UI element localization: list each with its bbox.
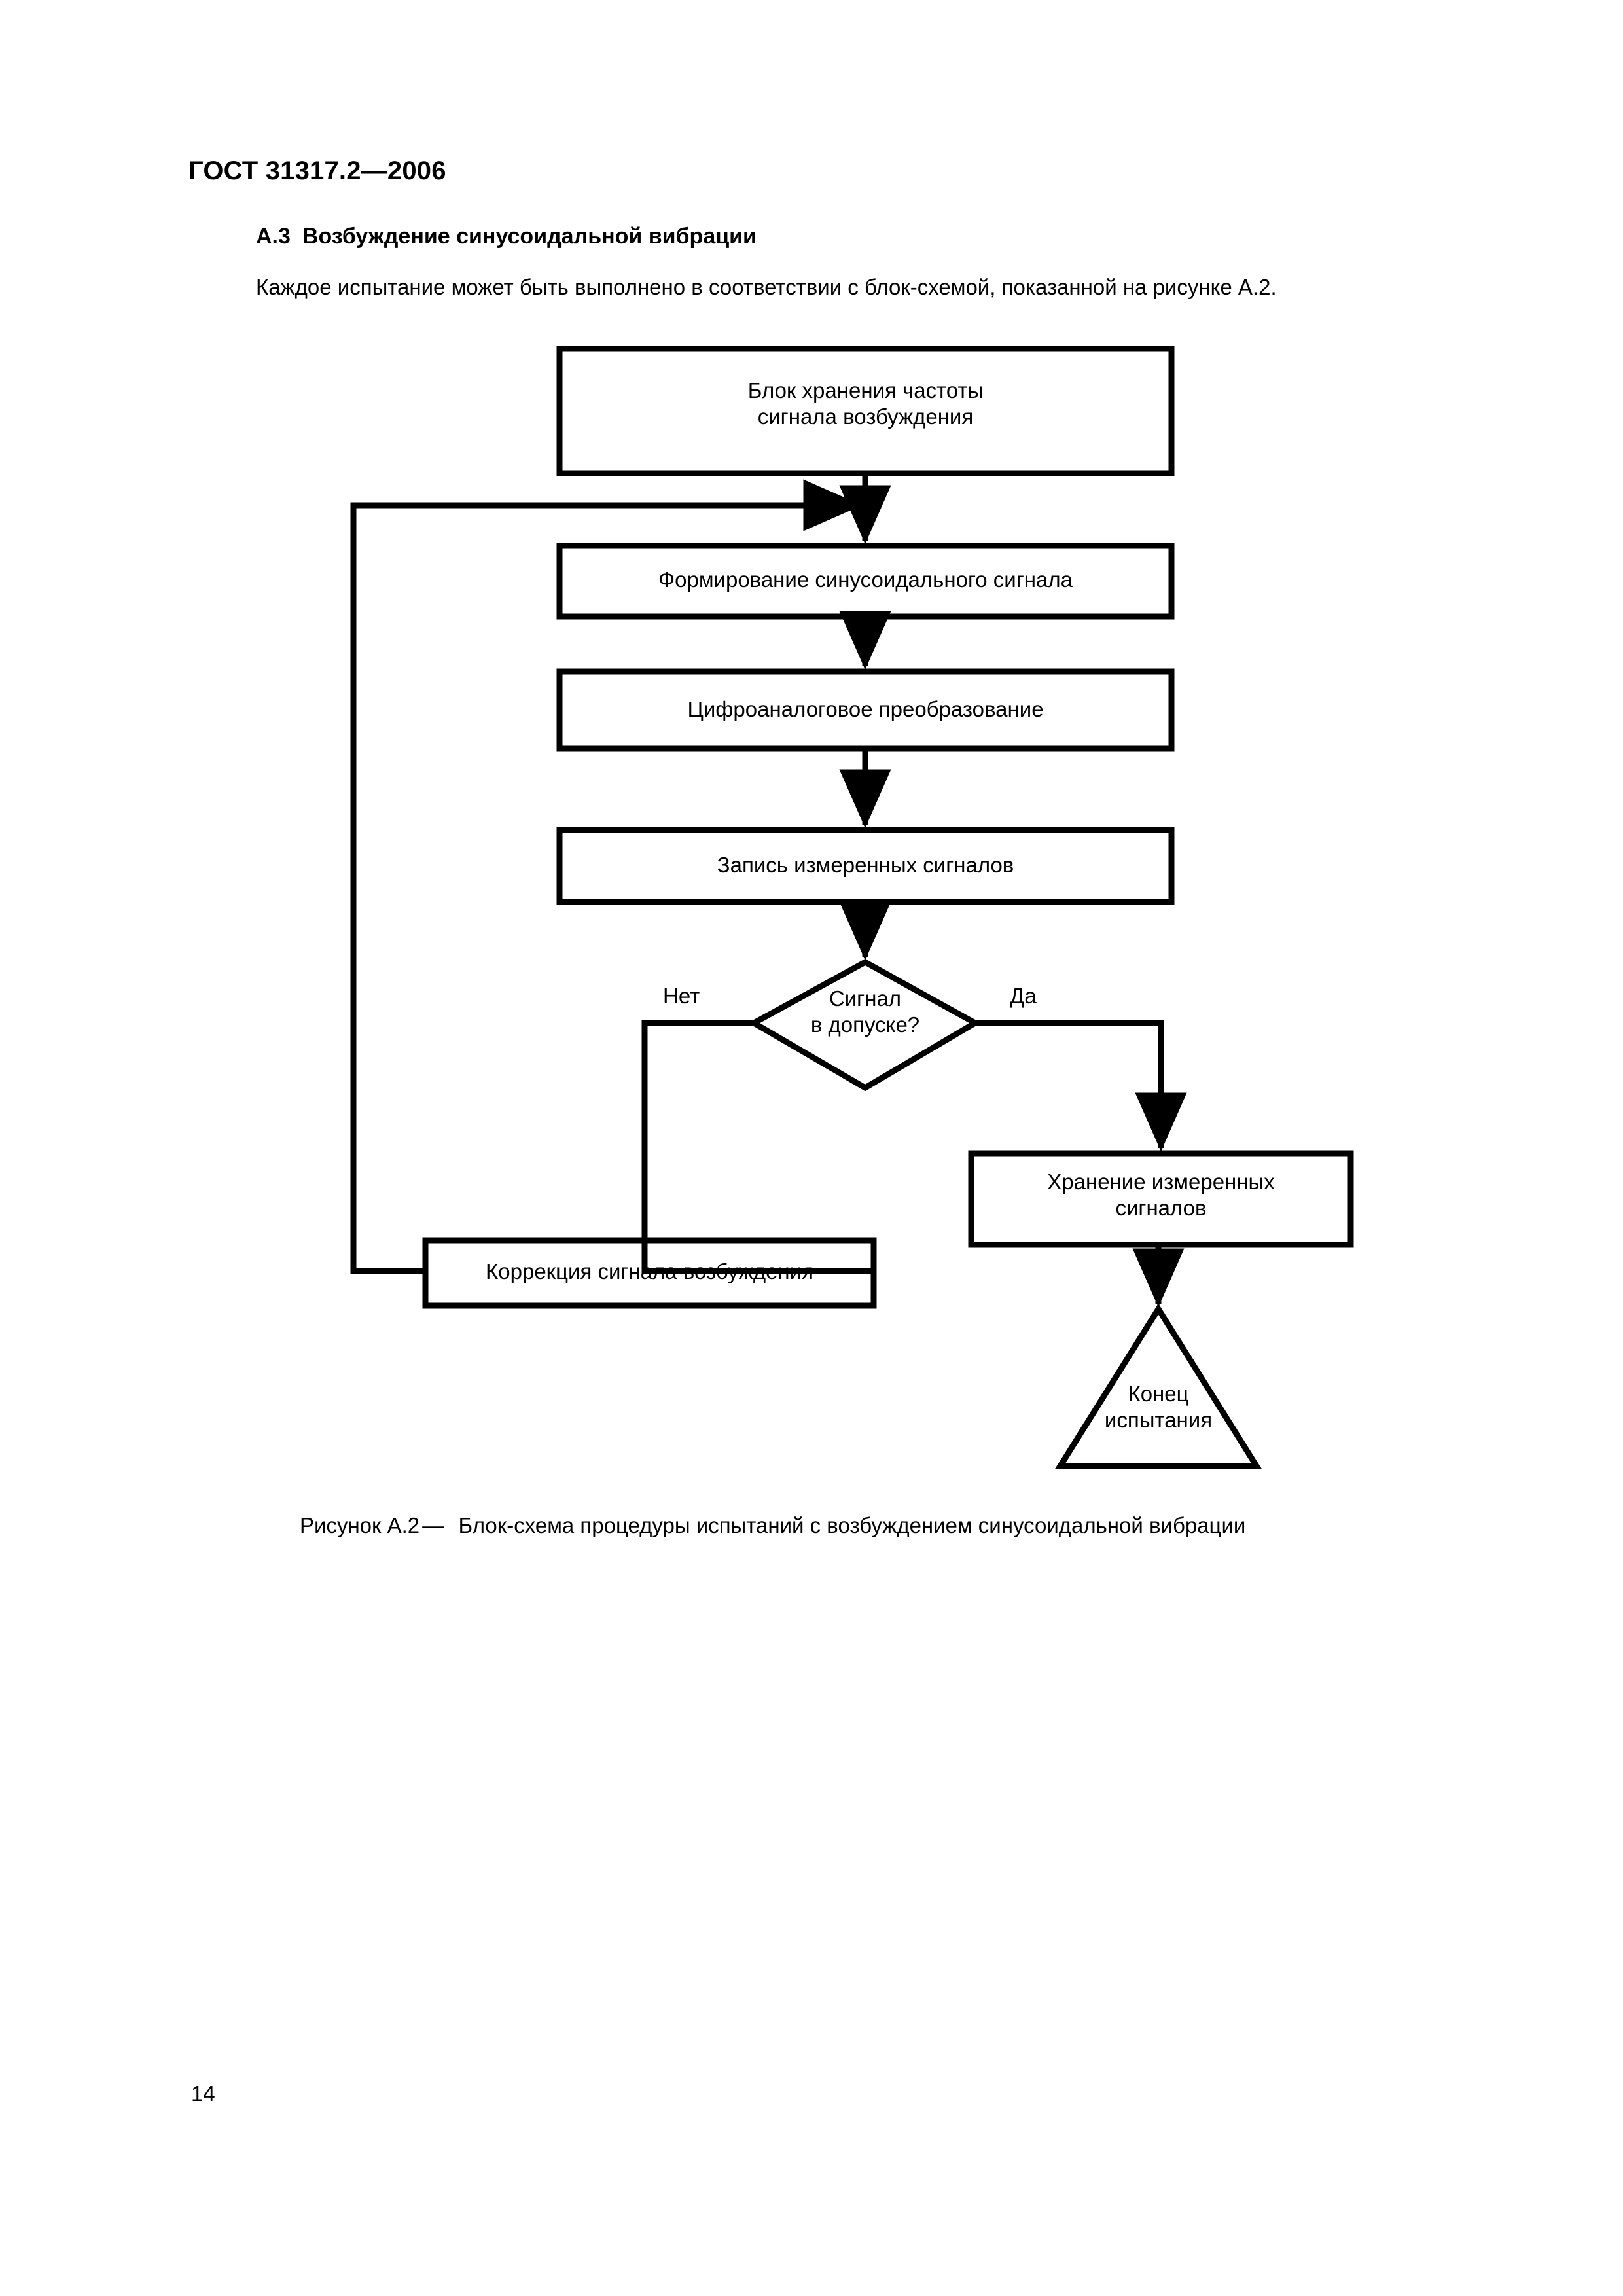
flowchart-diagram — [350, 346, 1354, 1469]
document-running-head: ГОСТ 31317.2—2006 — [188, 156, 446, 185]
node-store-freq-shape — [556, 346, 1175, 476]
edge-label-no: Нет — [663, 984, 700, 1008]
node-dac-shape — [556, 668, 1175, 752]
node-store-meas-shape — [968, 1150, 1354, 1248]
section-number: А.3 — [256, 224, 291, 249]
node-generate-shape — [556, 543, 1175, 620]
node-end-shape — [1054, 1303, 1262, 1469]
intro-paragraph: Каждое испытание может быть выполнено в … — [256, 275, 1277, 299]
node-record-shape — [556, 827, 1175, 905]
section-heading: А.3 Возбуждение синусоидальной вибрации — [256, 224, 757, 249]
figure-caption-text: Блок-схема процедуры испытаний с возбужд… — [458, 1513, 1246, 1537]
figure-a2: Блок хранения частоты сигнала возбуждени… — [350, 346, 1354, 1469]
page-number: 14 — [191, 2081, 215, 2106]
figure-caption: Рисунок А.2— Блок-схема процедуры испыта… — [300, 1513, 1245, 1538]
edge-correct-generate — [350, 479, 863, 1274]
figure-caption-prefix: Рисунок А.2 — [300, 1513, 420, 1537]
edge-decision-correct — [641, 1020, 874, 1274]
edge-decision-storemeas — [975, 1020, 1187, 1152]
edge-label-yes: Да — [1010, 984, 1037, 1008]
figure-caption-dash: — — [422, 1513, 444, 1537]
section-title: Возбуждение синусоидальной вибрации — [302, 224, 757, 249]
node-decision-shape — [747, 958, 982, 1092]
